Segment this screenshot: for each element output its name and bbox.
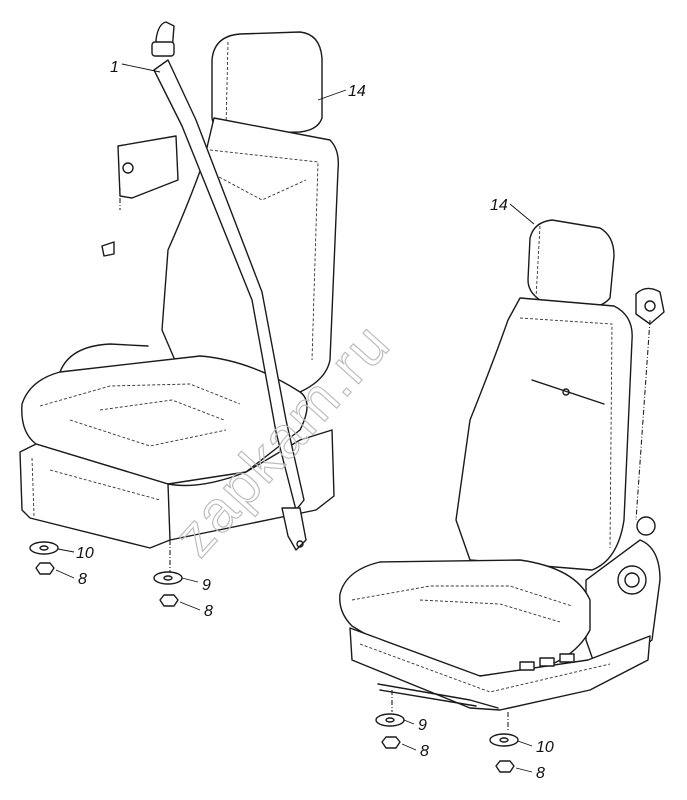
left-seat	[19, 21, 340, 580]
nut-8-right-b	[495, 760, 515, 773]
callout-14-right: 14	[490, 197, 508, 214]
nut-8-left-b	[159, 594, 179, 607]
right-seat	[339, 219, 665, 732]
callout-14-left: 14	[348, 83, 366, 100]
left-belt-bracket	[117, 135, 179, 199]
nut-8-left-a	[35, 562, 55, 575]
washer-10-right	[489, 733, 519, 747]
right-backrest	[455, 297, 633, 571]
callout-8-left-b: 8	[204, 603, 213, 620]
left-seat-base	[19, 443, 171, 549]
leader-lines	[55, 63, 535, 773]
callout-8-right-a: 8	[420, 743, 429, 760]
nut-8-right-a	[381, 736, 401, 749]
washer-9-left	[153, 571, 183, 585]
left-headrest	[211, 31, 323, 135]
left-seat-belt	[153, 59, 305, 511]
right-headrest	[527, 219, 615, 308]
washer-10-left	[29, 541, 59, 555]
callout-10-right: 10	[536, 739, 554, 756]
callout-9-left: 9	[202, 577, 211, 594]
callout-1: 1	[110, 59, 119, 76]
callout-8-right-b: 8	[536, 765, 545, 782]
callout-8-left-a: 8	[78, 571, 87, 588]
callout-labels: 1 14 14 10 8 9 8 9 8 10 8	[76, 59, 554, 782]
callout-10-left: 10	[76, 545, 94, 562]
washer-9-right	[375, 713, 405, 727]
callout-9-right: 9	[418, 717, 427, 734]
